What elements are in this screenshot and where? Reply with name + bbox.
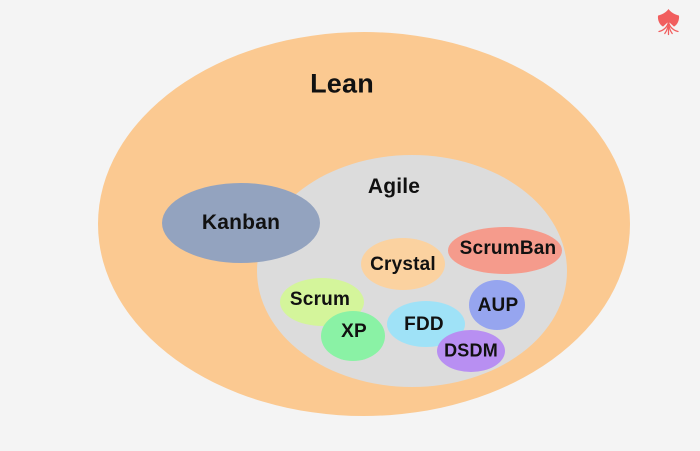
kanban-set-ellipse bbox=[162, 183, 320, 263]
fdd-label: FDD bbox=[404, 314, 444, 335]
dsdm-set-ellipse bbox=[437, 330, 505, 372]
aup-label: AUP bbox=[477, 295, 519, 316]
scrumban-set-ellipse bbox=[448, 227, 562, 274]
scrum-label: Scrum bbox=[289, 289, 351, 310]
crystal-set-ellipse bbox=[361, 238, 445, 290]
lean-label: Lean bbox=[310, 68, 374, 99]
scrumban-label: ScrumBan bbox=[459, 238, 557, 259]
kanban-label: Kanban bbox=[201, 211, 281, 234]
red-crown-leaf-icon bbox=[652, 7, 685, 39]
xp-label: XP bbox=[341, 321, 367, 342]
agile-label: Agile bbox=[367, 175, 421, 198]
crystal-label: Crystal bbox=[370, 254, 436, 275]
aup-set-ellipse bbox=[469, 280, 525, 330]
dsdm-label: DSDM bbox=[444, 340, 498, 361]
xp-set-ellipse bbox=[321, 311, 385, 361]
